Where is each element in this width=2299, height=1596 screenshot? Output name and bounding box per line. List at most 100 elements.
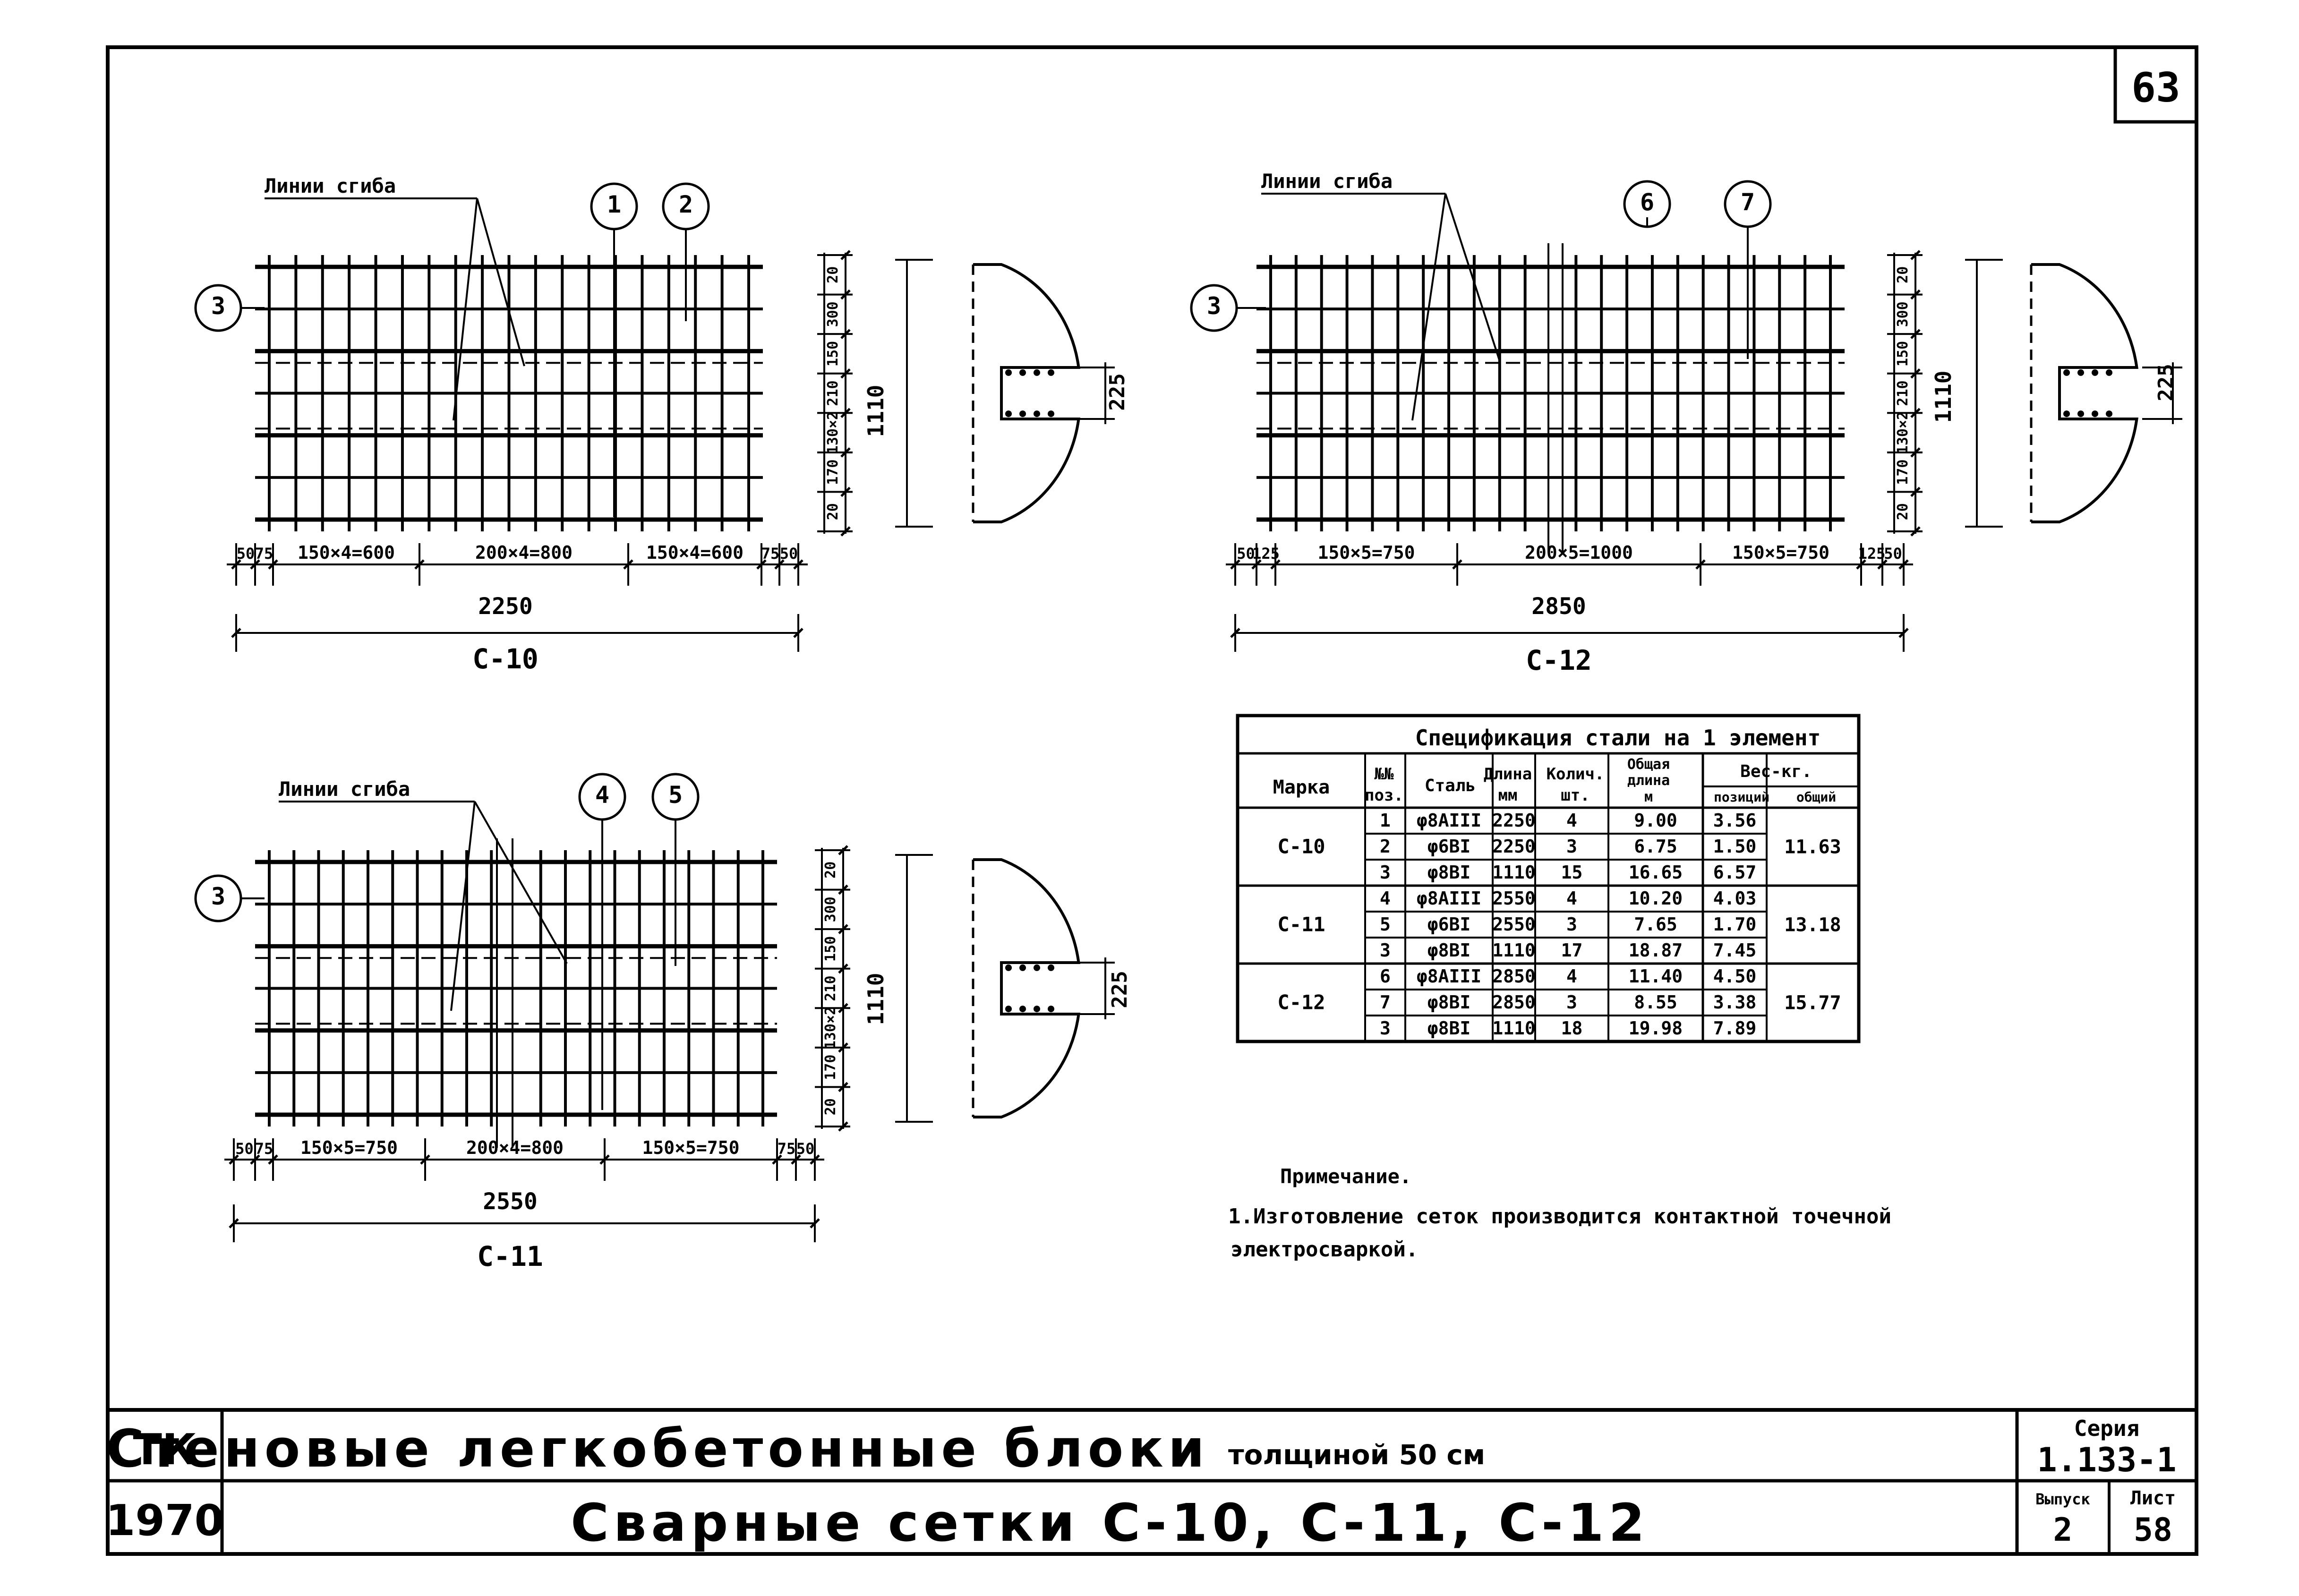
height-dimension: 20	[822, 862, 839, 879]
col-header-weight-pos: позиций	[1714, 789, 1769, 805]
table-cell: 2550	[1492, 888, 1536, 909]
mesh-label: C-10	[472, 643, 538, 675]
dimension-tick	[838, 1121, 848, 1132]
dimension-tick	[231, 559, 241, 570]
sheet-subtitle: Сварные сетки С-10, С-11, С-12	[571, 1493, 1649, 1553]
width-dimension: 200×5=1000	[1525, 542, 1633, 563]
dimension-tick	[840, 526, 851, 537]
width-dimension: 150×5=750	[300, 1137, 398, 1158]
table-cell: 4.50	[1713, 966, 1757, 987]
dimension-tick	[268, 1154, 278, 1165]
dimension-tick	[838, 845, 848, 855]
rebar-dot	[2092, 369, 2098, 376]
dimension-tick	[1910, 526, 1921, 537]
height-dimension: 210	[822, 975, 839, 1001]
table-cell: 3.56	[1713, 810, 1757, 831]
table-title: Спецификация стали на 1 элемент	[1415, 725, 1821, 751]
dimension-tick	[840, 368, 851, 379]
mesh-label: C-12	[1526, 644, 1592, 676]
table-cell: 4	[1566, 810, 1577, 831]
position-bubble-label: 3	[211, 292, 225, 320]
rebar-dot	[1034, 410, 1040, 418]
rebar-dot	[1005, 369, 1012, 376]
row-weight-total: 11.63	[1784, 836, 1841, 858]
table-cell: 9.00	[1634, 810, 1677, 831]
height-dimension: 150	[822, 936, 839, 962]
dimension-tick	[599, 1154, 610, 1165]
steel-spec-table: Спецификация стали на 1 элемент Марка №№…	[1236, 714, 1861, 1043]
height-dimension: 150	[1895, 341, 1911, 367]
width-dimension: 50	[796, 1140, 815, 1158]
rebar-dot	[1034, 964, 1040, 971]
issue-value: 2	[2053, 1511, 2073, 1549]
rebar-dot	[1005, 964, 1012, 971]
table-cell: φ8BI	[1427, 1018, 1471, 1039]
rebar-dot	[1019, 964, 1026, 971]
col-header-qty: Колич.	[1547, 765, 1605, 784]
height-dimension: 300	[822, 896, 839, 922]
section-dim: 225	[1105, 373, 1129, 410]
height-dimension: 20	[822, 1098, 839, 1115]
width-dimension: 125	[1858, 545, 1886, 563]
position-bubble-label: 5	[668, 781, 683, 809]
table-cell: 6.57	[1713, 862, 1757, 883]
col-header-weight: Вес-кг.	[1740, 762, 1812, 781]
total-width: 2850	[1531, 593, 1586, 620]
note-heading: Примечание.	[1280, 1165, 1411, 1188]
mesh-label: C-11	[477, 1240, 543, 1272]
total-width: 2550	[483, 1188, 538, 1215]
rebar-dot	[1019, 369, 1026, 376]
rebar-dot	[1048, 1006, 1054, 1013]
position-bubble-label: 7	[1741, 188, 1755, 216]
table-cell: 18.87	[1629, 940, 1683, 961]
total-height: 1110	[863, 973, 889, 1025]
dimension-tick	[1270, 559, 1281, 570]
width-dimension: 50	[1237, 545, 1255, 563]
dimension-tick	[1910, 329, 1921, 339]
dimension-tick	[1910, 250, 1921, 260]
table-cell: 7	[1380, 992, 1391, 1013]
table-cell: 16.65	[1629, 862, 1683, 883]
position-bubble-label: 6	[1640, 188, 1654, 216]
row-mark: C-10	[1277, 835, 1325, 858]
width-dimension: 150×5=750	[1732, 542, 1829, 563]
section-dim: 225	[2154, 364, 2178, 401]
height-dimension: 210	[825, 380, 841, 406]
dimension-tick	[1251, 559, 1262, 570]
width-dimension: 75	[761, 545, 780, 563]
height-dimension: 20	[1895, 503, 1911, 520]
table-cell: φ8BI	[1427, 940, 1471, 961]
bend-lines-label: Линии сгиба	[279, 777, 410, 801]
col-header-pos: №№	[1375, 765, 1394, 784]
dimension-tick	[772, 1154, 782, 1165]
leader-line	[1411, 193, 1446, 421]
table-cell: 3	[1566, 992, 1577, 1013]
leader-line	[453, 198, 478, 421]
dimension-tick	[838, 1082, 848, 1092]
dimension-tick	[414, 559, 425, 570]
table-cell: 1110	[1492, 862, 1536, 883]
width-dimension: 50	[780, 545, 798, 563]
dimension-tick	[1910, 408, 1921, 418]
height-dimension: 20	[825, 503, 841, 520]
height-dimension: 20	[1895, 266, 1911, 283]
table-cell: 4	[1380, 888, 1391, 909]
dimension-tick	[838, 884, 848, 895]
sheet-frame	[106, 45, 2198, 1556]
dimension-tick	[840, 486, 851, 497]
dimension-tick	[840, 329, 851, 339]
rebar-dot	[1034, 369, 1040, 376]
sheet-title: Стеновые легкобетонные блоки	[106, 1418, 1209, 1479]
sheet-number: 63	[2131, 64, 2180, 111]
dimension-tick	[840, 289, 851, 300]
table-cell: 2	[1380, 836, 1391, 857]
height-dimension: 170	[825, 460, 841, 485]
table-cell: 19.98	[1629, 1018, 1683, 1039]
dimension-tick	[791, 1154, 801, 1165]
rebar-dot	[1019, 1006, 1026, 1013]
table-cell: 3.38	[1713, 992, 1757, 1013]
rebar-dot	[2063, 369, 2070, 376]
rebar-dot	[1019, 410, 1026, 418]
row-mark: C-12	[1277, 991, 1325, 1014]
table-cell: 4	[1566, 966, 1577, 987]
